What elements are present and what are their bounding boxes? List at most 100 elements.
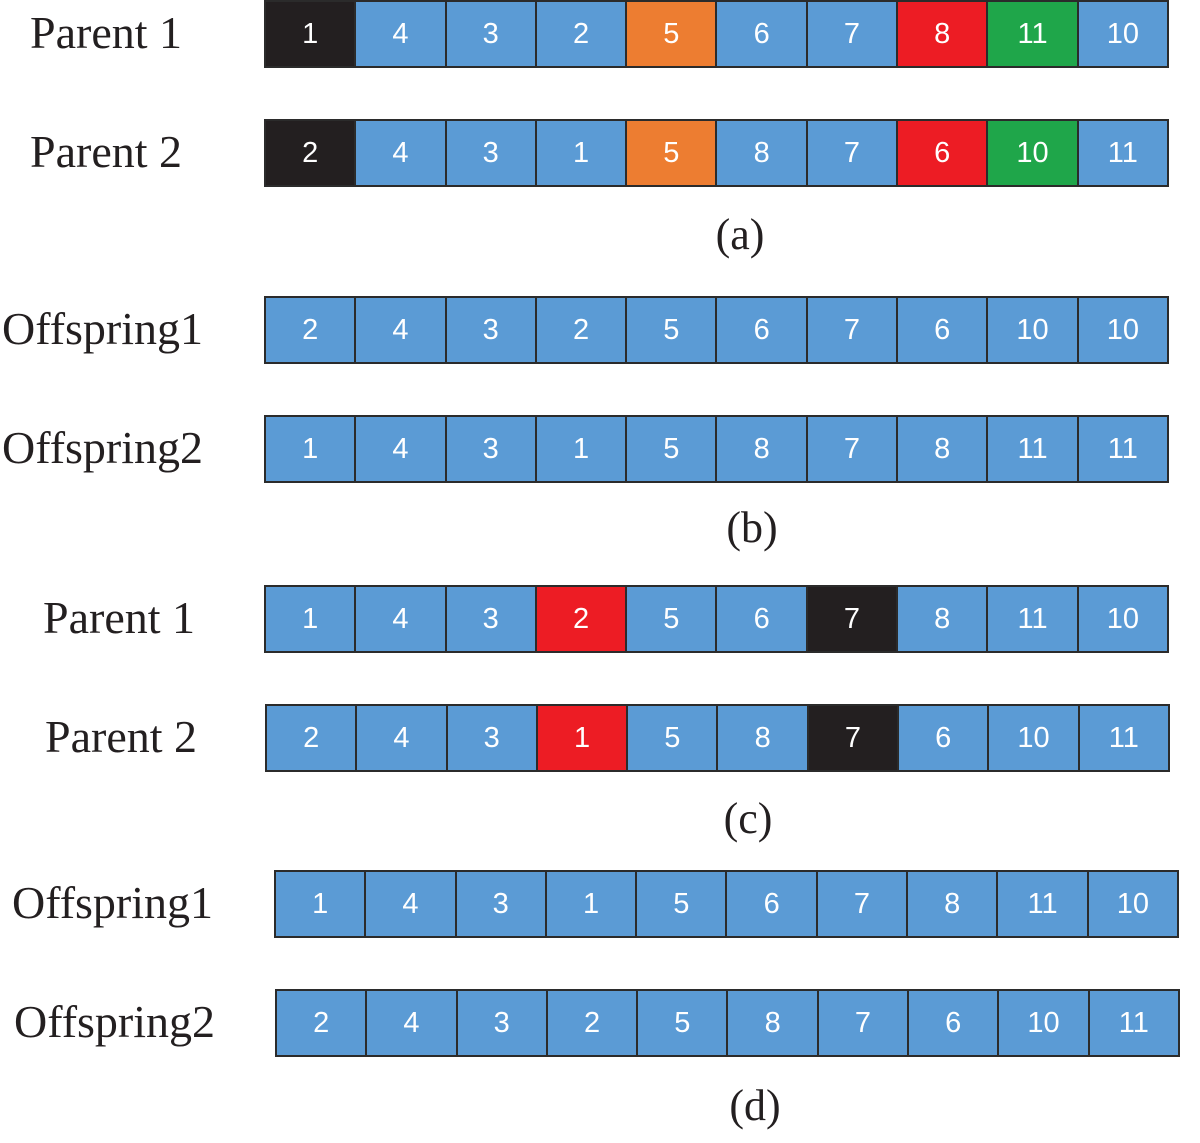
panel-caption: (c) <box>723 794 773 843</box>
gene-cell: 4 <box>354 121 445 185</box>
gene-cell: 7 <box>815 872 907 936</box>
gene-cell: 7 <box>805 2 897 66</box>
gene-cell: 2 <box>277 991 366 1055</box>
gene-cell: 4 <box>354 587 445 651</box>
gene-cell: 8 <box>906 872 997 936</box>
gene-cell: 3 <box>444 121 535 185</box>
gene-cell: 7 <box>805 121 897 185</box>
gene-cell: 8 <box>715 121 806 185</box>
gene-cell: 6 <box>715 2 806 66</box>
gene-cell: 3 <box>444 298 535 362</box>
gene-cell: 5 <box>625 298 716 362</box>
gene-cell: 4 <box>354 417 445 481</box>
gene-cell: 2 <box>534 2 626 66</box>
gene-cell: 7 <box>805 298 897 362</box>
gene-cell: 1 <box>276 872 365 936</box>
gene-cell: 6 <box>725 872 816 936</box>
gene-cell: 6 <box>897 706 988 770</box>
gene-cell: 5 <box>626 706 717 770</box>
gene-cell: 4 <box>355 706 446 770</box>
gene-cell: 5 <box>625 587 716 651</box>
gene-cell: 4 <box>354 2 445 66</box>
gene-cell: 2 <box>266 298 355 362</box>
gene-cell: 1 <box>534 121 626 185</box>
gene-cell: 3 <box>444 587 535 651</box>
gene-cell: 4 <box>354 298 445 362</box>
gene-cell: 11 <box>996 872 1087 936</box>
gene-cell: 6 <box>715 587 806 651</box>
gene-cell: 11 <box>986 2 1077 66</box>
gene-cell: 8 <box>896 2 987 66</box>
gene-cell: 10 <box>1076 587 1167 651</box>
gene-cell: 2 <box>534 298 626 362</box>
row-label: Parent 1 <box>43 592 196 643</box>
gene-cell: 5 <box>625 121 716 185</box>
gene-cell: 1 <box>266 417 355 481</box>
gene-cell: 8 <box>726 991 817 1055</box>
gene-cell: 2 <box>534 587 626 651</box>
gene-cell: 10 <box>997 991 1088 1055</box>
gene-cell: 6 <box>896 298 987 362</box>
gene-cell: 3 <box>455 991 546 1055</box>
gene-cell: 1 <box>266 2 355 66</box>
gene-cell: 10 <box>986 298 1077 362</box>
gene-cell: 1 <box>535 706 627 770</box>
gene-cell: 5 <box>625 2 716 66</box>
gene-cell: 10 <box>986 121 1077 185</box>
gene-cell: 10 <box>1076 298 1167 362</box>
gene-cell: 7 <box>806 706 898 770</box>
row-label: Parent 2 <box>45 711 198 762</box>
gene-cell: 11 <box>986 417 1077 481</box>
gene-cell: 5 <box>625 417 716 481</box>
gene-cell: 6 <box>896 121 987 185</box>
gene-cell: 8 <box>716 706 807 770</box>
panel-caption: (a) <box>715 210 765 259</box>
gene-cell: 11 <box>1076 121 1167 185</box>
gene-cell: 7 <box>805 417 897 481</box>
gene-cell: 1 <box>266 587 355 651</box>
gene-cell: 5 <box>635 872 726 936</box>
gene-cell: 10 <box>1086 872 1177 936</box>
gene-cell: 7 <box>816 991 908 1055</box>
gene-cell: 8 <box>715 417 806 481</box>
gene-cell: 11 <box>1076 417 1167 481</box>
row-label: Offspring2 <box>2 422 204 473</box>
gene-cell: 7 <box>805 587 897 651</box>
gene-cell: 2 <box>267 706 356 770</box>
gene-cell: 5 <box>636 991 727 1055</box>
gene-cell: 10 <box>987 706 1078 770</box>
panel-caption: (d) <box>729 1081 781 1130</box>
gene-cell: 3 <box>444 2 535 66</box>
gene-cell: 11 <box>1087 991 1178 1055</box>
gene-cell: 6 <box>715 298 806 362</box>
gene-cell: 1 <box>544 872 636 936</box>
gene-cell: 11 <box>986 587 1077 651</box>
gene-cell: 8 <box>896 587 987 651</box>
gene-cell: 4 <box>364 872 455 936</box>
gene-cell: 8 <box>896 417 987 481</box>
gene-cell: 2 <box>545 991 637 1055</box>
row-label: Parent 2 <box>30 126 183 177</box>
row-label: Offspring1 <box>12 877 214 928</box>
row-label: Offspring1 <box>2 303 204 354</box>
panel-caption: (b) <box>726 503 778 552</box>
gene-cell: 11 <box>1077 706 1168 770</box>
row-label: Parent 1 <box>30 7 183 58</box>
gene-cell: 4 <box>365 991 456 1055</box>
gene-cell: 1 <box>534 417 626 481</box>
gene-cell: 3 <box>444 417 535 481</box>
gene-cell: 6 <box>907 991 998 1055</box>
gene-cell: 10 <box>1076 2 1167 66</box>
gene-cell: 2 <box>266 121 355 185</box>
gene-cell: 3 <box>454 872 545 936</box>
row-label: Offspring2 <box>14 996 216 1047</box>
gene-cell: 3 <box>445 706 536 770</box>
